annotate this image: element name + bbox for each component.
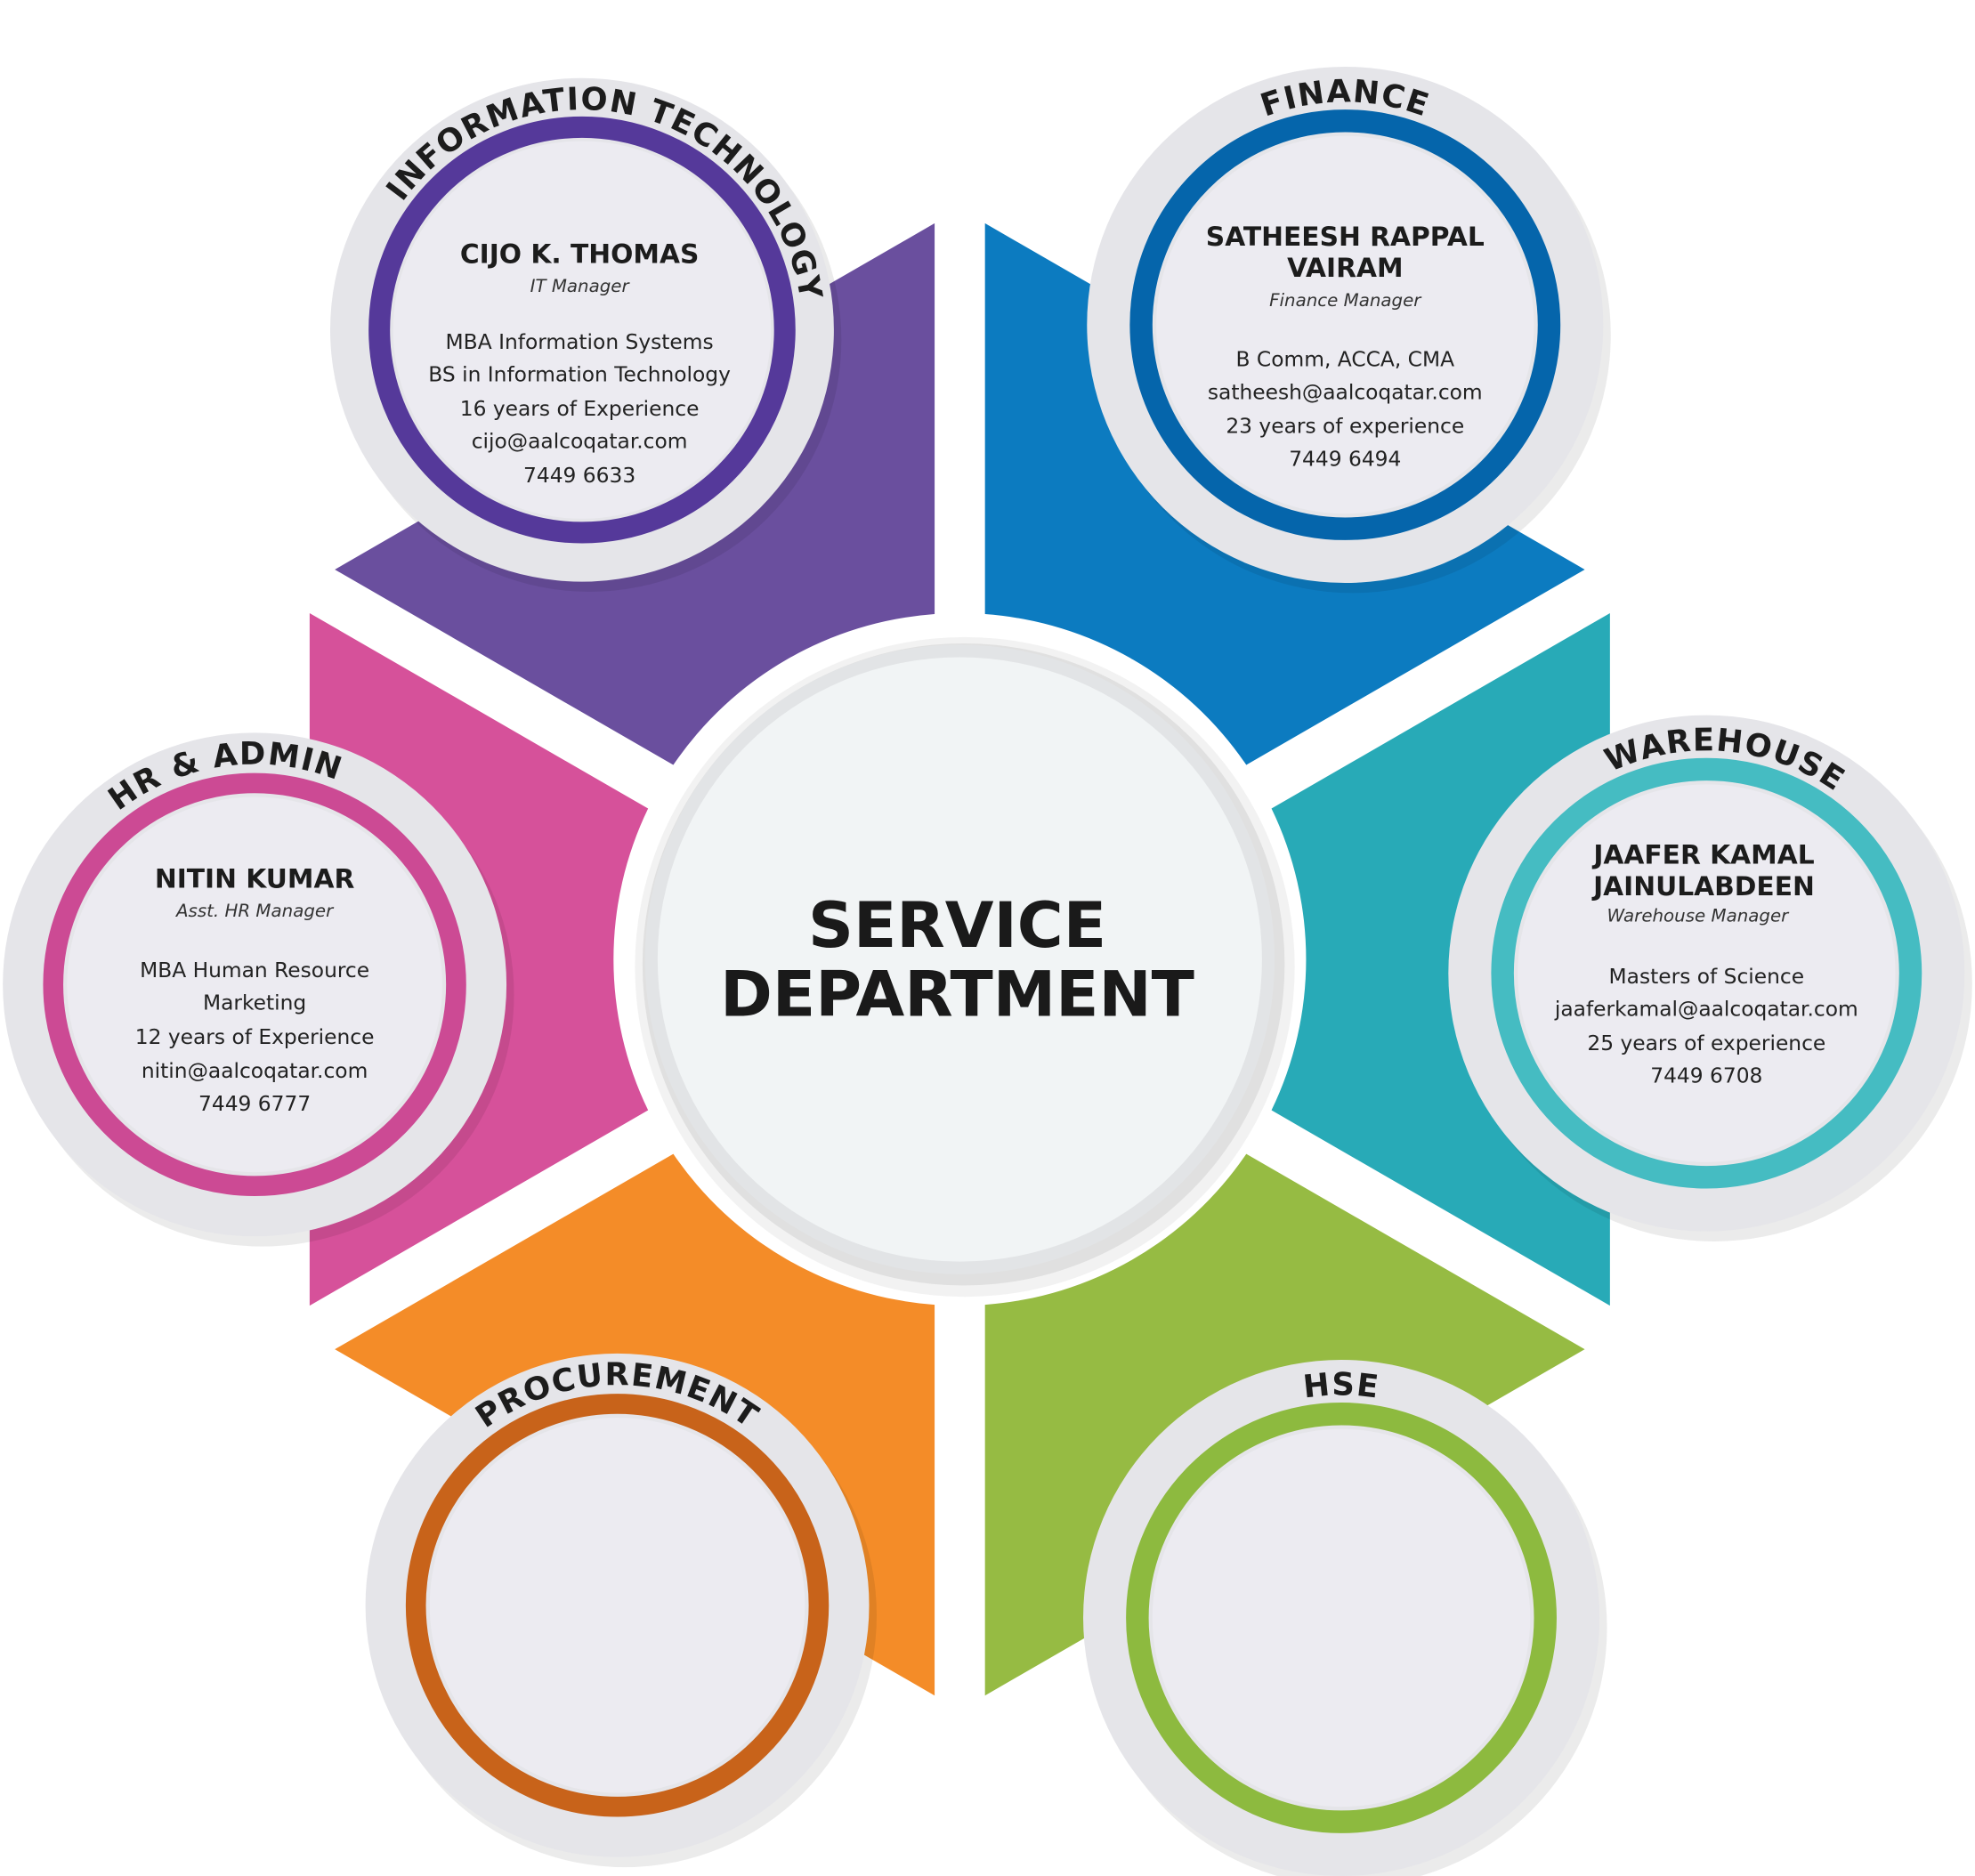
email-text: cijo@aalcoqatar.com [472,429,688,454]
detail-line: MBA Information Systems [446,329,714,354]
bubble-finance: FINANCE SATHEESH RAPPAL VAIRAM Finance M… [1087,66,1611,594]
detail-line: BS in Information Technology [428,362,731,387]
person-name-line2: VAIRAM [1287,253,1403,284]
ring-finance [1129,109,1561,540]
center-title-line2: DEPARTMENT [720,958,1194,1031]
center-hub: SERVICE DEPARTMENT [635,636,1295,1298]
ring-hse [1126,1403,1557,1833]
bubble-hse: HSE [1083,1359,1607,1876]
bubble-procurement: PROCUREMENT [365,1353,878,1868]
center-title-line1: SERVICE [808,888,1106,962]
svg-text:HSE: HSE [1301,1366,1381,1405]
person-role: Warehouse Manager [1607,906,1791,926]
title-hse: HSE [1301,1366,1380,1405]
detail-line: 16 years of Experience [460,396,700,421]
bubble-information-technology: INFORMATION TECHNOLOGY CIJO K. THOMAS IT… [329,77,842,592]
detail-line: Masters of Science [1609,964,1805,989]
ring-it [368,116,796,544]
person-name-line1: SATHEESH RAPPAL [1206,222,1485,253]
detail-line: B Comm, ACCA, CMA [1236,347,1455,372]
person-role: IT Manager [530,276,631,296]
person-name: NITIN KUMAR [155,863,355,894]
phone-text: 7449 6494 [1289,446,1401,471]
detail-line: 12 years of Experience [135,1024,375,1049]
person-name: CIJO K. THOMAS [460,239,699,271]
detail-line: 23 years of experience [1226,414,1464,439]
email-text: jaaferkamal@aalcoqatar.com [1554,997,1858,1022]
person-role: Finance Manager [1269,290,1422,311]
detail-line: MBA Human Resource [140,958,369,982]
phone-text: 7449 6708 [1650,1063,1762,1088]
email-text: satheesh@aalcoqatar.com [1208,379,1483,404]
detail-line: Marketing [203,991,306,1015]
bubble-warehouse: WAREHOUSE JAAFER KAMAL JAINULABDEEN Ware… [1448,715,1972,1241]
phone-text: 7449 6633 [523,463,635,488]
person-name-line2: JAINULABDEEN [1591,871,1815,902]
phone-text: 7449 6777 [198,1091,311,1116]
detail-line: 25 years of experience [1587,1031,1825,1055]
person-role: Asst. HR Manager [174,901,335,921]
ring-warehouse [1491,757,1922,1189]
person-name-line1: JAAFER KAMAL [1591,840,1814,871]
email-text: nitin@aalcoqatar.com [142,1058,368,1083]
ring-procurement [405,1394,830,1817]
ring-hr [43,772,466,1197]
